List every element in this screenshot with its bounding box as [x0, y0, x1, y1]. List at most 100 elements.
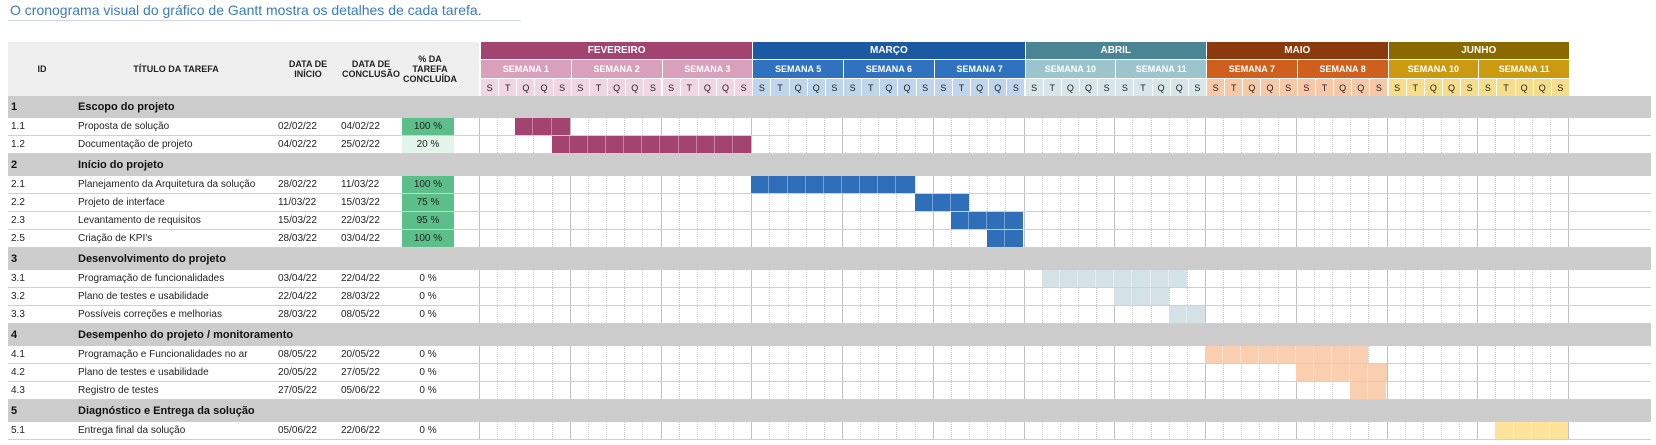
grid-line — [1313, 230, 1315, 247]
gantt-bar[interactable] — [515, 118, 570, 135]
grid-line — [1186, 194, 1188, 211]
day-header: S — [1551, 78, 1570, 96]
grid-line — [914, 118, 916, 135]
grid-line — [515, 346, 517, 363]
grid-line — [1531, 176, 1533, 193]
grid-line — [587, 306, 589, 323]
grid-line — [606, 212, 608, 229]
grid-line — [1350, 288, 1352, 305]
grid-line — [515, 230, 517, 247]
grid-line — [1332, 136, 1334, 153]
grid-line — [969, 288, 971, 305]
gantt-bar[interactable] — [1041, 270, 1187, 287]
grid-line — [1168, 118, 1170, 135]
gantt-bar[interactable] — [751, 176, 915, 193]
grid-line — [1114, 194, 1116, 211]
grid-line — [1186, 364, 1188, 381]
grid-line — [1440, 194, 1442, 211]
grid-line — [1259, 306, 1261, 323]
grid-line — [551, 176, 553, 193]
grid-line — [1295, 212, 1297, 229]
grid-line — [696, 118, 698, 135]
grid-line — [1513, 212, 1515, 229]
gantt-bar-segment — [1114, 288, 1133, 305]
grid-line — [1041, 118, 1043, 135]
gantt-bar[interactable] — [1295, 364, 1387, 381]
grid-line — [769, 194, 771, 211]
grid-line — [860, 422, 862, 439]
grid-line — [1404, 382, 1406, 399]
grid-line — [787, 194, 789, 211]
grid-line — [1459, 422, 1461, 439]
day-header: Q — [1515, 78, 1534, 96]
grid-line — [551, 270, 553, 287]
gantt-grid — [479, 346, 1651, 363]
grid-line — [1440, 346, 1442, 363]
task-title: Levantamento de requisitos — [78, 215, 201, 226]
grid-line — [932, 212, 934, 229]
day-header: T — [952, 78, 972, 96]
week-header: SEMANA 7 — [934, 59, 1026, 78]
grid-line — [1332, 230, 1334, 247]
grid-line — [1531, 136, 1533, 153]
grid-line — [1459, 270, 1461, 287]
grid-line — [606, 176, 608, 193]
task-start-date: 20/05/22 — [278, 367, 317, 378]
task-start-date: 04/02/22 — [278, 139, 317, 150]
gantt-bar[interactable] — [987, 230, 1024, 247]
gantt-bar[interactable] — [1114, 288, 1169, 305]
gantt-bar[interactable] — [914, 194, 970, 211]
grid-line — [1205, 270, 1206, 287]
gantt-bar[interactable] — [551, 136, 752, 153]
grid-line — [896, 382, 898, 399]
grid-line — [606, 118, 608, 135]
task-percent-complete: 75 % — [402, 194, 454, 211]
grid-line — [1077, 136, 1079, 153]
grid-line — [1568, 306, 1569, 323]
gantt-bar[interactable] — [950, 212, 1024, 229]
grid-line — [950, 346, 952, 363]
grid-line — [751, 194, 753, 211]
grid-line — [1350, 194, 1352, 211]
grid-line — [1440, 118, 1442, 135]
grid-line — [1477, 306, 1479, 323]
grid-line — [1096, 346, 1098, 363]
grid-line — [642, 194, 644, 211]
grid-line — [678, 176, 680, 193]
grid-line — [533, 364, 535, 381]
grid-line — [624, 422, 626, 439]
grid-line — [878, 118, 880, 135]
task-title: Plano de testes e usabilidade — [78, 367, 209, 378]
grid-line — [1477, 270, 1479, 287]
gantt-bar[interactable] — [1168, 306, 1205, 323]
day-header: S — [1370, 78, 1389, 96]
grid-line — [660, 230, 662, 247]
grid-line — [696, 306, 698, 323]
grid-line — [1477, 118, 1479, 135]
gantt-bar[interactable] — [1350, 382, 1387, 399]
day-header: Q — [716, 78, 736, 96]
gantt-bar[interactable] — [1495, 422, 1568, 439]
grid-line — [1495, 382, 1497, 399]
grid-line — [678, 422, 680, 439]
grid-line — [1005, 136, 1007, 153]
grid-line — [551, 306, 553, 323]
grid-line — [551, 422, 553, 439]
gantt-bar[interactable] — [1205, 346, 1369, 363]
grid-line — [896, 306, 898, 323]
grid-line — [1368, 176, 1370, 193]
grid-line — [1386, 364, 1388, 381]
